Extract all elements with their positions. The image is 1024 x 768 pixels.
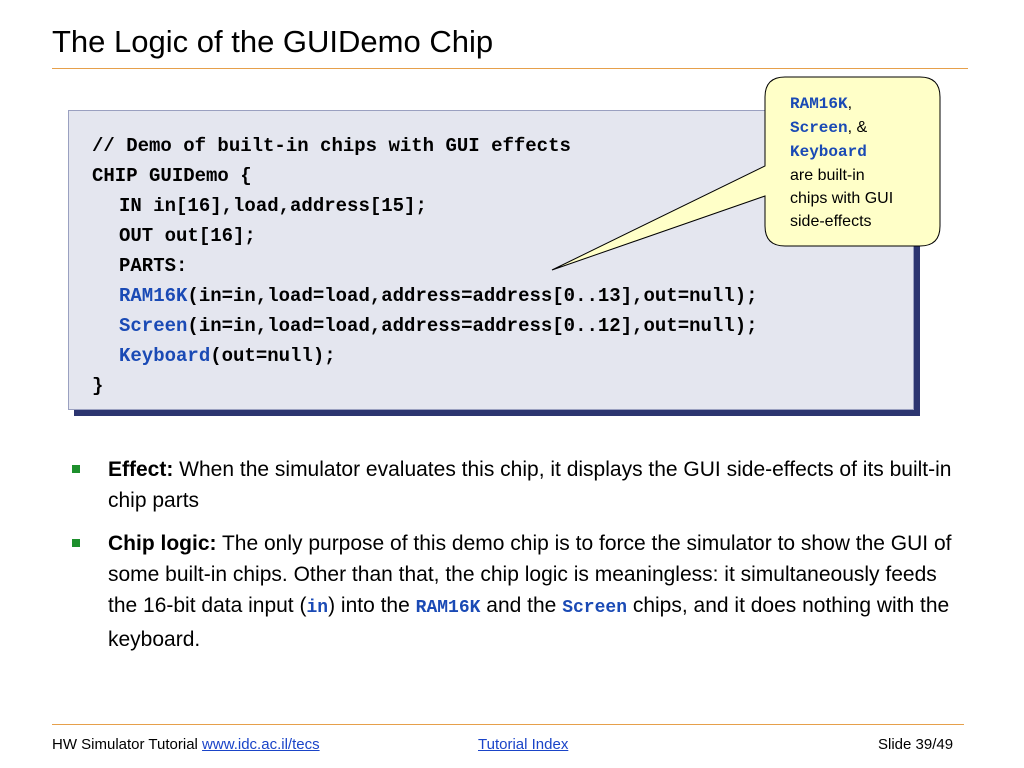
code-chip-header: CHIP GUIDemo { <box>92 165 252 187</box>
code-parts-label: PARTS: <box>119 255 188 277</box>
screen-keyword: Screen <box>119 315 188 337</box>
code-closing-brace: } <box>92 375 104 397</box>
effect-text: When the simulator evaluates this chip, … <box>108 458 952 512</box>
keyboard-keyword: Keyboard <box>119 345 211 367</box>
ram16k-args: (in=in,load=load,address=address[0..13],… <box>187 285 758 307</box>
footer-website-link[interactable]: www.idc.ac.il/tecs <box>202 736 320 753</box>
callout-line-1: RAM16K, <box>790 95 853 113</box>
callout-line-4: are built-in <box>790 167 865 184</box>
title-divider <box>52 68 968 69</box>
code-in-decl: IN in[16],load,address[15]; <box>119 195 427 217</box>
code-screen: Screen <box>562 598 627 618</box>
callout-line-2: Screen, & <box>790 119 868 137</box>
bullet-effect: Effect: When the simulator evaluates thi… <box>72 454 962 516</box>
callout-chip-screen: Screen <box>790 119 848 137</box>
footer-divider <box>52 724 964 725</box>
slide-title: The Logic of the GUIDemo Chip <box>52 24 494 59</box>
bullet-chip-logic: Chip logic: The only purpose of this dem… <box>72 528 962 655</box>
tutorial-index-link[interactable]: Tutorial Index <box>478 736 569 753</box>
code-part-keyboard: Keyboard(out=null); <box>119 345 336 367</box>
code-in: in <box>306 598 329 618</box>
callout-chip-keyboard: Keyboard <box>790 143 867 161</box>
callout-line-6: side-effects <box>790 213 872 230</box>
footer-left: HW Simulator Tutorial www.idc.ac.il/tecs <box>52 736 320 753</box>
callout-text: RAM16K, Screen, & Keyboard are built-in … <box>790 92 940 233</box>
callout-chip-ram16k: RAM16K <box>790 95 848 113</box>
bullet-marker-icon <box>72 539 80 547</box>
code-out-decl: OUT out[16]; <box>119 225 256 247</box>
slide-number: Slide 39/49 <box>878 736 954 753</box>
code-part-ram16k: RAM16K(in=in,load=load,address=address[0… <box>119 285 758 307</box>
keyboard-args: (out=null); <box>210 345 336 367</box>
callout-line-5: chips with GUI <box>790 190 894 207</box>
code-box: // Demo of built-in chips with GUI effec… <box>68 110 914 410</box>
code-ram16k: RAM16K <box>415 598 481 618</box>
ram16k-keyword: RAM16K <box>119 285 188 307</box>
code-part-screen: Screen(in=in,load=load,address=address[0… <box>119 315 758 337</box>
screen-args: (in=in,load=load,address=address[0..12],… <box>187 315 758 337</box>
effect-label: Effect: <box>108 458 174 481</box>
footer-center: Tutorial Index <box>478 736 568 753</box>
footer-course: HW Simulator Tutorial <box>52 736 198 753</box>
chip-logic-label: Chip logic: <box>108 532 217 555</box>
code-comment-line: // Demo of built-in chips with GUI effec… <box>92 135 571 157</box>
callout-line-3: Keyboard <box>790 140 940 164</box>
bullet-marker-icon <box>72 465 80 473</box>
